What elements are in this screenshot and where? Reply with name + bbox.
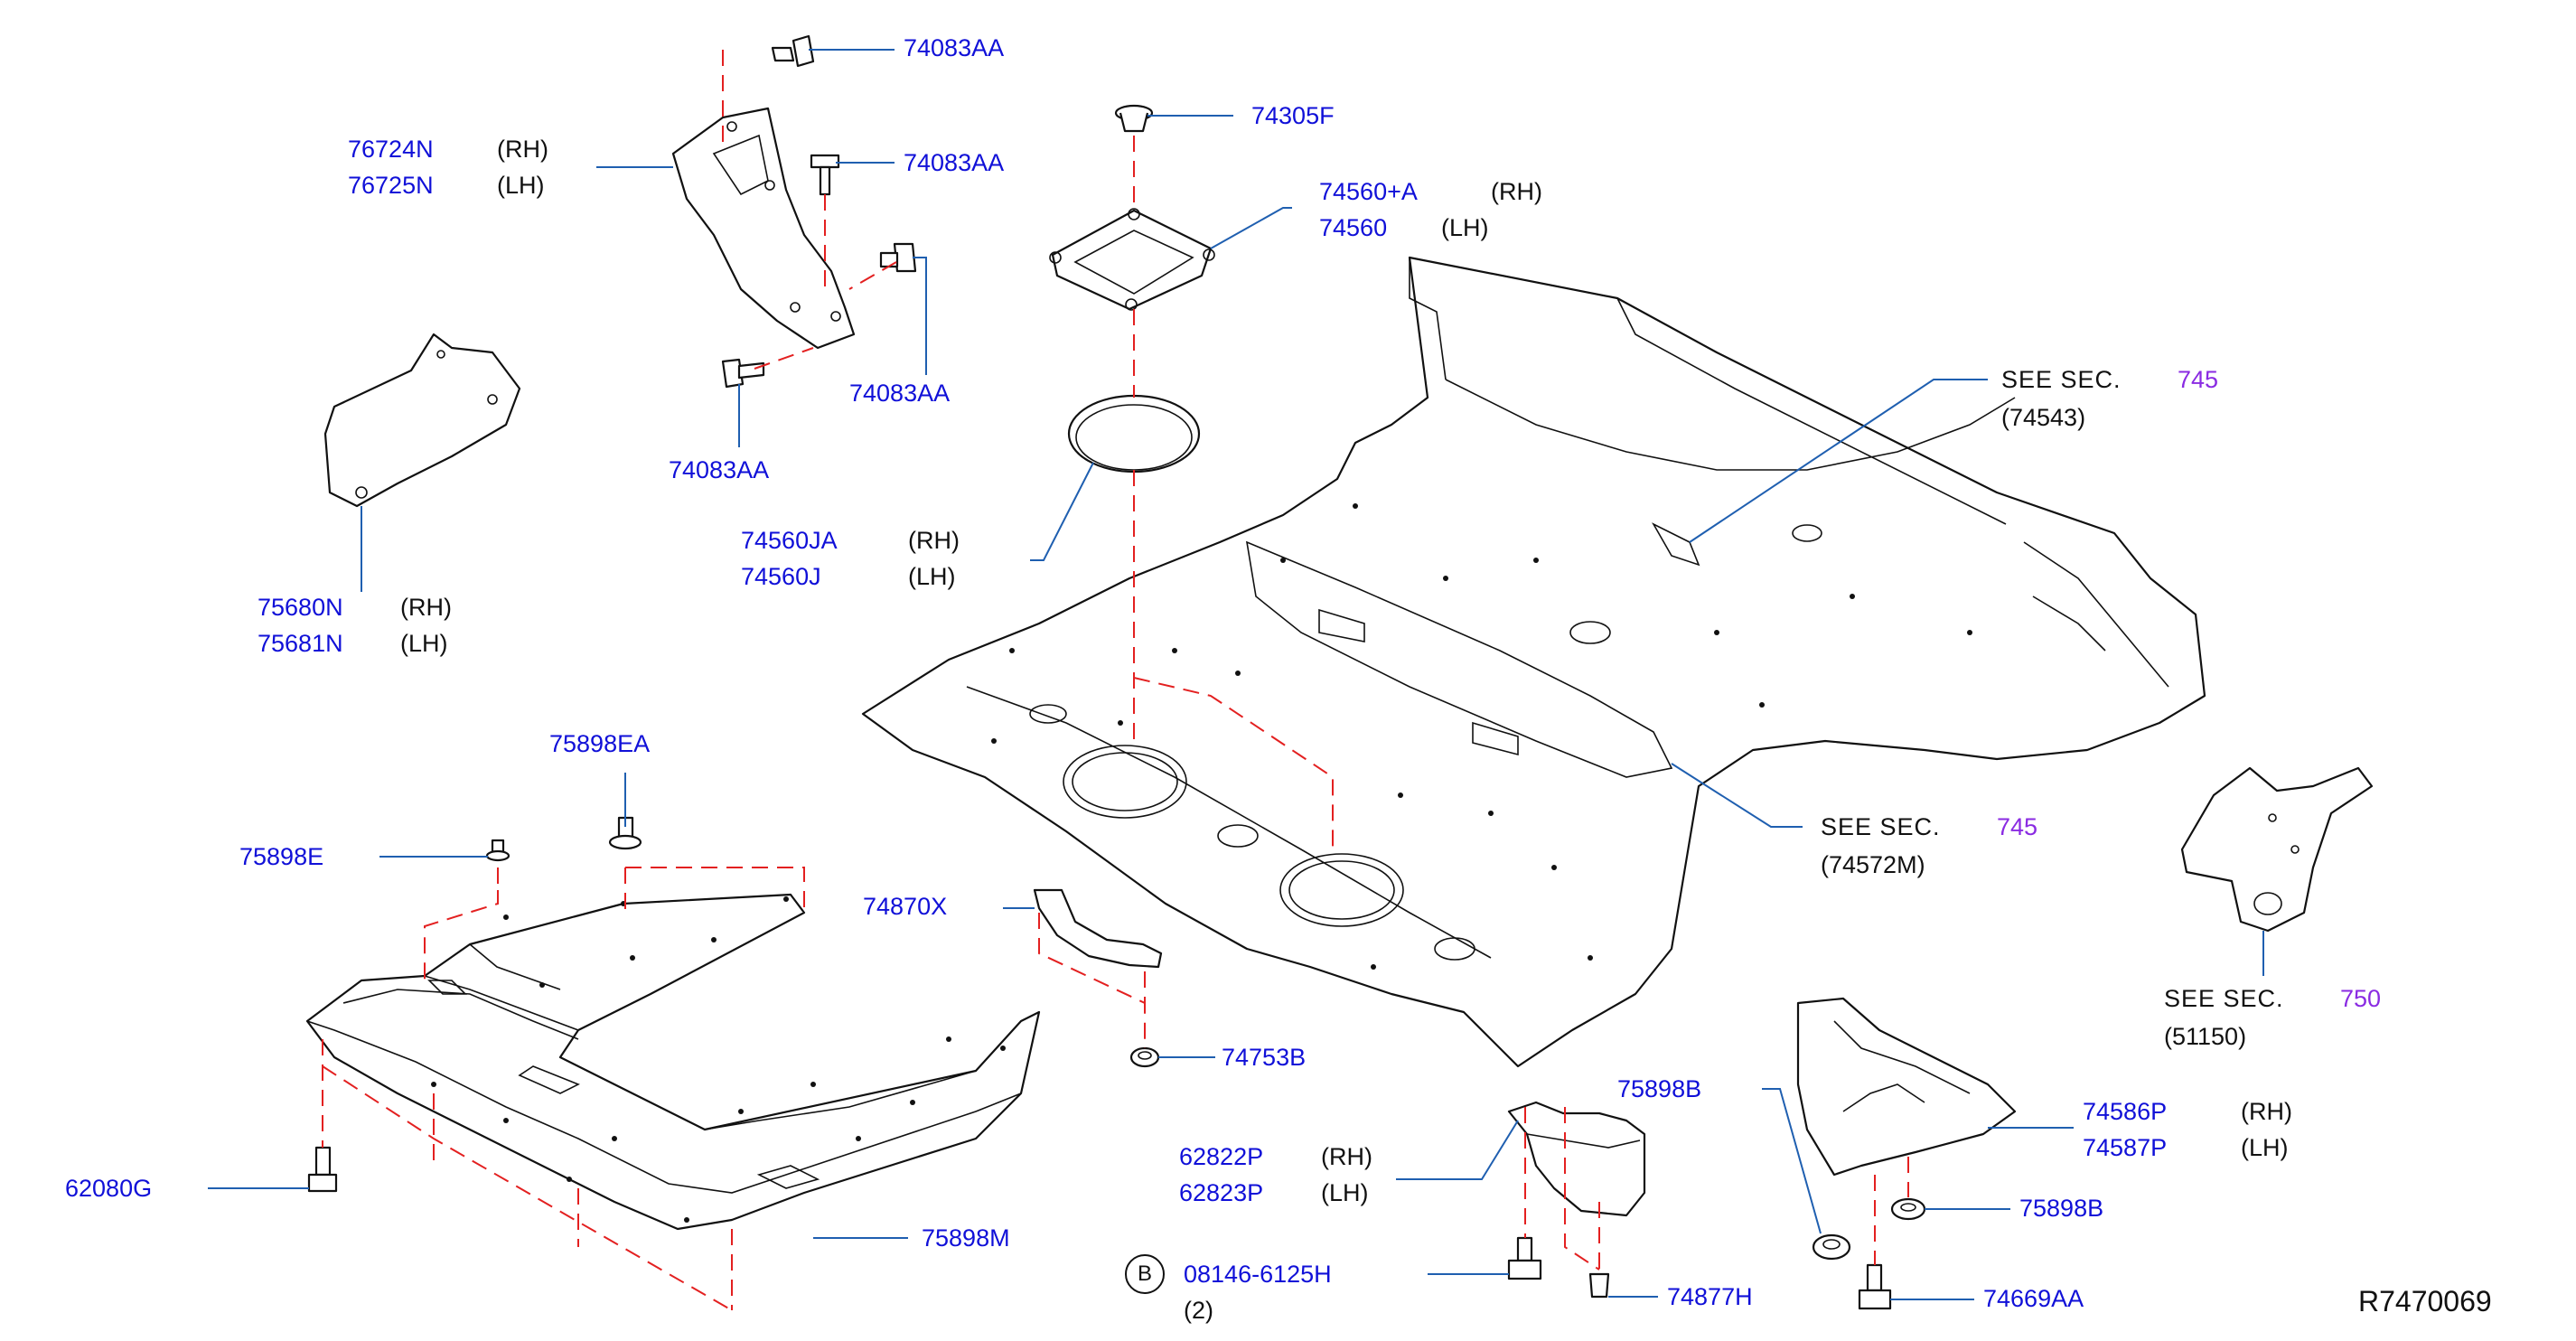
label-76724n-side: (RH) bbox=[497, 136, 548, 163]
label-75681n: 75681N bbox=[258, 630, 343, 657]
bolt-08146-6125h bbox=[1507, 1236, 1542, 1280]
label-75681n-side: (LH) bbox=[400, 630, 448, 657]
label-76725n: 76725N bbox=[348, 172, 434, 199]
grommet-74305f bbox=[1114, 104, 1154, 133]
undercover-75898m bbox=[305, 893, 1041, 1231]
label-74870x: 74870X bbox=[863, 893, 948, 920]
label-08146-qty: (2) bbox=[1184, 1297, 1213, 1324]
label-74560a: 74560+A bbox=[1319, 178, 1418, 205]
label-74560ja-side: (RH) bbox=[908, 527, 960, 554]
strap-74870x bbox=[1033, 888, 1163, 969]
label-74560j: 74560J bbox=[741, 563, 821, 590]
label-74587p-side: (LH) bbox=[2241, 1134, 2289, 1161]
clip-75898b-left bbox=[1812, 1233, 1851, 1261]
label-62823p-side: (LH) bbox=[1321, 1179, 1369, 1206]
label-75680n-side: (RH) bbox=[400, 594, 452, 621]
label-74587p: 74587P bbox=[2083, 1134, 2168, 1161]
label-74083aa-mid: 74083AA bbox=[904, 149, 1005, 176]
label-74560: 74560 bbox=[1319, 214, 1388, 241]
label-74560ja: 74560JA bbox=[741, 527, 838, 554]
label-75898m: 75898M bbox=[922, 1224, 1010, 1252]
label-74083aa-low: 74083AA bbox=[669, 456, 770, 483]
label-74305f: 74305F bbox=[1251, 102, 1335, 129]
label-62822p-side: (RH) bbox=[1321, 1143, 1372, 1170]
leader-lines bbox=[208, 49, 2264, 1300]
label-75898ea: 75898EA bbox=[549, 730, 651, 757]
clip-75898e bbox=[485, 839, 511, 862]
bolt-74083aa-low bbox=[721, 358, 765, 389]
label-75680n: 75680N bbox=[258, 594, 343, 621]
ref-code-3: (51150) bbox=[2164, 1023, 2247, 1050]
label-75898e: 75898E bbox=[239, 843, 324, 870]
ref-see-sec-3: SEE SEC. bbox=[2164, 985, 2284, 1012]
label-74586p-side: (RH) bbox=[2241, 1098, 2292, 1125]
label-62823p: 62823P bbox=[1179, 1179, 1264, 1206]
label-74586p: 74586P bbox=[2083, 1098, 2168, 1125]
label-74669aa: 74669AA bbox=[1983, 1285, 2084, 1312]
ref-see-sec-1: SEE SEC. bbox=[2001, 366, 2122, 393]
label-76725n-side: (LH) bbox=[497, 172, 545, 199]
marker-b-circle: B bbox=[1125, 1254, 1165, 1294]
ref-section-3: 750 bbox=[2340, 985, 2382, 1012]
ref-see-sec-2: SEE SEC. bbox=[1821, 813, 1941, 840]
floor-hole-cover bbox=[1049, 208, 1215, 311]
label-74560-side: (LH) bbox=[1441, 214, 1489, 241]
label-75898b-right: 75898B bbox=[2019, 1195, 2104, 1222]
label-62822p: 62822P bbox=[1179, 1143, 1264, 1170]
ref-code-2: (74572M) bbox=[1821, 851, 1925, 878]
label-08146-6125h: 08146-6125H bbox=[1184, 1261, 1332, 1288]
label-74083aa-right: 74083AA bbox=[849, 380, 951, 407]
ref-section-1: 745 bbox=[2178, 366, 2219, 393]
label-74083aa-top: 74083AA bbox=[904, 34, 1005, 61]
label-62080g: 62080G bbox=[65, 1175, 153, 1202]
shield-75680n bbox=[323, 333, 521, 508]
bolt-62080g bbox=[307, 1146, 338, 1193]
cover-seal-ring bbox=[1067, 394, 1201, 474]
grommet-74753b bbox=[1129, 1046, 1160, 1068]
clip-75898ea bbox=[608, 816, 642, 850]
mud-guard-62822p bbox=[1507, 1101, 1646, 1217]
label-76724n: 76724N bbox=[348, 136, 434, 163]
bolt-74083aa-top bbox=[771, 34, 815, 68]
label-74877h: 74877H bbox=[1667, 1283, 1753, 1310]
label-74753b: 74753B bbox=[1222, 1044, 1307, 1071]
assembly-lines bbox=[322, 50, 1909, 1311]
bolt-74669aa bbox=[1858, 1263, 1892, 1310]
label-74560a-side: (RH) bbox=[1491, 178, 1542, 205]
diagram-code: R7470069 bbox=[2358, 1285, 2492, 1318]
clip-74877h bbox=[1588, 1272, 1610, 1299]
rear-floor-panel bbox=[861, 256, 2206, 1068]
ref-code-1: (74543) bbox=[2001, 404, 2086, 431]
ref-section-2: 745 bbox=[1997, 813, 2038, 840]
label-75898b-top: 75898B bbox=[1617, 1075, 1702, 1102]
bracket-51150 bbox=[2180, 766, 2374, 933]
bracket-76724n bbox=[671, 107, 856, 350]
clip-75898b-right bbox=[1890, 1197, 1926, 1221]
splash-panel-74586p bbox=[1796, 997, 2017, 1177]
bolt-74083aa-mid bbox=[810, 154, 840, 196]
label-74560j-side: (LH) bbox=[908, 563, 956, 590]
